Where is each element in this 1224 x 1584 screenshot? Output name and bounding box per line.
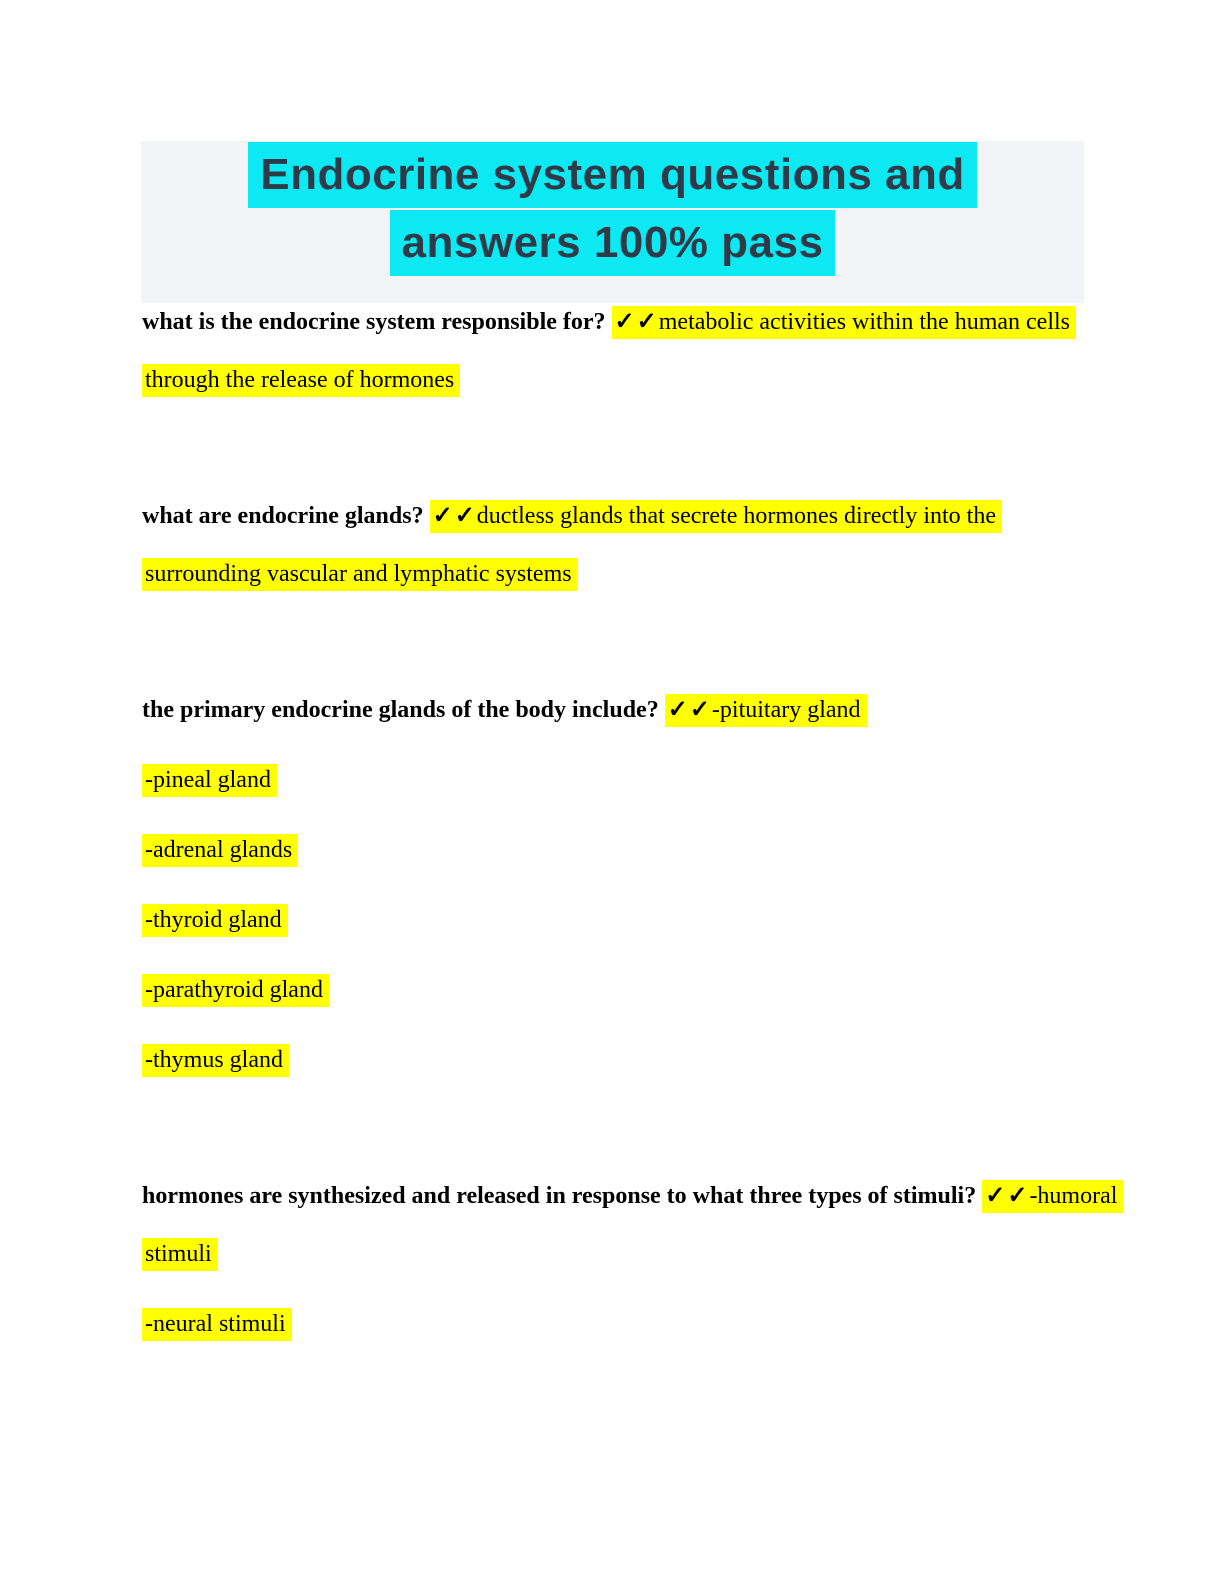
- qa-paragraph: -thymus gland: [142, 1031, 1184, 1089]
- qa-line: what are endocrine glands? ✓✓ductless gl…: [142, 487, 1184, 545]
- qa-line: through the release of hormones: [142, 351, 1184, 409]
- document-title-line-2: answers 100% pass: [141, 209, 1084, 277]
- qa-block: what is the endocrine system responsible…: [142, 293, 1184, 409]
- qa-block: hormones are synthesized and released in…: [142, 1167, 1184, 1353]
- qa-line: -adrenal glands: [142, 821, 1184, 879]
- qa-line: the primary endocrine glands of the body…: [142, 681, 1184, 739]
- question-text: what is the endocrine system responsible…: [142, 309, 612, 335]
- title-highlight: Endocrine system questions and: [248, 142, 977, 208]
- answer-highlight: ✓✓-pituitary gland: [664, 694, 867, 727]
- answer-highlight: ✓✓metabolic activities within the human …: [611, 306, 1076, 339]
- question-text: hormones are synthesized and released in…: [142, 1183, 983, 1209]
- qa-paragraph: what is the endocrine system responsible…: [142, 293, 1184, 409]
- answer-highlight: -pineal gland: [142, 764, 277, 797]
- qa-paragraph: -neural stimuli: [142, 1295, 1184, 1353]
- qa-line: -thyroid gland: [142, 891, 1184, 949]
- answer-highlight: stimuli: [142, 1238, 218, 1271]
- answer-highlight: through the release of hormones: [142, 364, 461, 397]
- answer-highlight: -adrenal glands: [142, 834, 299, 867]
- answer-highlight: -thyroid gland: [142, 904, 288, 937]
- checkmark-icon: ✓✓: [614, 309, 659, 335]
- answer-highlight: -neural stimuli: [142, 1308, 292, 1341]
- qa-paragraph: hormones are synthesized and released in…: [142, 1167, 1184, 1283]
- qa-line: what is the endocrine system responsible…: [142, 293, 1184, 351]
- checkmark-icon: ✓✓: [432, 503, 477, 529]
- title-header-band: Endocrine system questions and answers 1…: [141, 141, 1084, 303]
- qa-line: -thymus gland: [142, 1031, 1184, 1089]
- answer-highlight: -parathyroid gland: [142, 974, 329, 1007]
- qa-block: what are endocrine glands? ✓✓ductless gl…: [142, 487, 1184, 603]
- question-text: the primary endocrine glands of the body…: [142, 697, 665, 723]
- qa-paragraph: -thyroid gland: [142, 891, 1184, 949]
- document-title-line-1: Endocrine system questions and: [141, 141, 1084, 209]
- answer-highlight: -thymus gland: [142, 1044, 289, 1077]
- qa-line: -neural stimuli: [142, 1295, 1184, 1353]
- answer-highlight: ✓✓-humoral: [982, 1180, 1124, 1213]
- qa-line: stimuli: [142, 1225, 1184, 1283]
- qa-paragraph: -parathyroid gland: [142, 961, 1184, 1019]
- qa-line: -pineal gland: [142, 751, 1184, 809]
- title-highlight: answers 100% pass: [389, 210, 836, 276]
- question-text: what are endocrine glands?: [142, 503, 430, 529]
- checkmark-icon: ✓✓: [985, 1183, 1030, 1209]
- qa-block: the primary endocrine glands of the body…: [142, 681, 1184, 1089]
- qa-paragraph: what are endocrine glands? ✓✓ductless gl…: [142, 487, 1184, 603]
- qa-line: -parathyroid gland: [142, 961, 1184, 1019]
- qa-line: surrounding vascular and lymphatic syste…: [142, 545, 1184, 603]
- answer-highlight: ✓✓ductless glands that secrete hormones …: [429, 500, 1002, 533]
- checkmark-icon: ✓✓: [667, 697, 712, 723]
- qa-paragraph: -pineal gland: [142, 751, 1184, 809]
- qa-paragraph: the primary endocrine glands of the body…: [142, 681, 1184, 739]
- qa-content: what is the endocrine system responsible…: [142, 293, 1184, 1353]
- qa-line: hormones are synthesized and released in…: [142, 1167, 1184, 1225]
- answer-highlight: surrounding vascular and lymphatic syste…: [142, 558, 578, 591]
- qa-paragraph: -adrenal glands: [142, 821, 1184, 879]
